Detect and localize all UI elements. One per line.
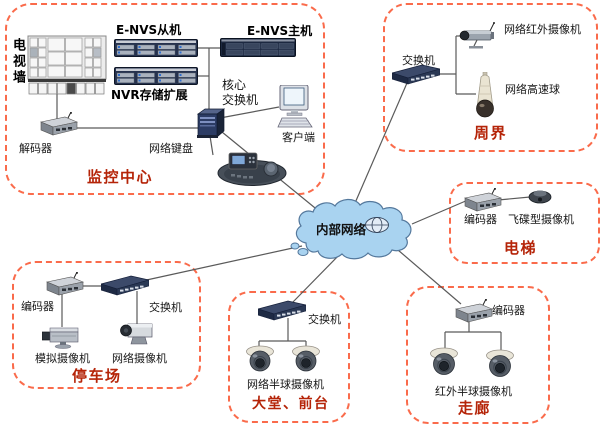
corridor-dome-camera-icon-2 — [485, 349, 515, 379]
analog-camera-icon — [41, 324, 82, 349]
tv-wall-label: 电视墙 — [10, 38, 25, 86]
internal-network-cloud — [288, 196, 423, 266]
corridor-dome-label: 红外半球摄像机 — [435, 385, 512, 398]
network-keyboard-label: 网络键盘 — [149, 142, 193, 155]
lobby-dome-label: 网络半球摄像机 — [247, 378, 324, 391]
decoder-icon — [38, 111, 79, 138]
zone-label-perimeter: 周界 — [474, 124, 508, 142]
zone-label-corridor: 走廊 — [458, 399, 492, 417]
zone-elevator — [449, 182, 600, 264]
zone-lobby — [228, 291, 350, 423]
saucer-camera-label: 飞碟型摄像机 — [508, 213, 574, 226]
elevator-encoder-icon — [462, 187, 503, 214]
parking-encoder-icon — [44, 271, 85, 298]
nvr-storage-server-icon — [114, 67, 198, 85]
zone-corridor — [406, 286, 550, 424]
zone-label-monitoring-center: 监控中心 — [87, 168, 154, 186]
ir-bullet-camera-icon — [459, 22, 499, 49]
parking-encoder-label: 编码器 — [21, 300, 54, 313]
zone-monitoring-center — [5, 3, 325, 195]
cloud-label: 内部网络 — [316, 222, 367, 237]
saucer-camera-icon — [528, 188, 552, 205]
elevator-encoder-label: 编码器 — [464, 213, 497, 226]
decoder-label: 解码器 — [19, 142, 52, 155]
envs-master-server-icon — [220, 38, 296, 57]
envs-master-label: E-NVS主机 — [247, 24, 313, 38]
zone-parking — [12, 261, 201, 389]
globe-icon — [365, 217, 389, 233]
envs-slave-label: E-NVS从机 — [116, 23, 182, 37]
network-camera-icon — [119, 321, 153, 347]
parking-switch-label: 交换机 — [149, 301, 182, 314]
analog-camera-label: 模拟摄像机 — [35, 352, 90, 365]
zone-perimeter — [383, 3, 598, 152]
zone-label-lobby: 大堂、前台 — [252, 396, 330, 412]
lobby-switch-icon — [256, 300, 307, 321]
zone-label-elevator: 电梯 — [504, 239, 538, 257]
lobby-dome-camera-icon-1 — [245, 345, 275, 373]
speed-dome-label: 网络高速球 — [505, 83, 560, 96]
lobby-switch-label: 交换机 — [308, 313, 341, 326]
envs-slave-server-icon — [114, 39, 198, 57]
speed-dome-camera-icon — [470, 71, 500, 118]
corridor-encoder-label: 编码器 — [492, 304, 525, 317]
corridor-encoder-icon — [453, 298, 494, 325]
ir-camera-label: 网络红外摄像机 — [504, 23, 581, 36]
parking-switch-icon — [99, 275, 150, 296]
network-keyboard-icon — [217, 152, 287, 186]
perimeter-switch-label: 交换机 — [402, 54, 435, 67]
client-label: 客户端 — [282, 131, 315, 144]
client-computer-icon — [277, 84, 313, 129]
core-switch-icon — [196, 108, 226, 138]
lobby-dome-camera-icon-2 — [291, 345, 321, 373]
network-camera-label: 网络摄像机 — [112, 352, 167, 365]
nvr-storage-label: NVR存储扩展 — [111, 88, 188, 102]
zone-label-parking: 停车场 — [72, 367, 122, 385]
tv-wall-icon — [27, 35, 107, 95]
corridor-dome-camera-icon-1 — [429, 347, 459, 377]
core-switch-label: 核心 交换机 — [222, 78, 259, 107]
